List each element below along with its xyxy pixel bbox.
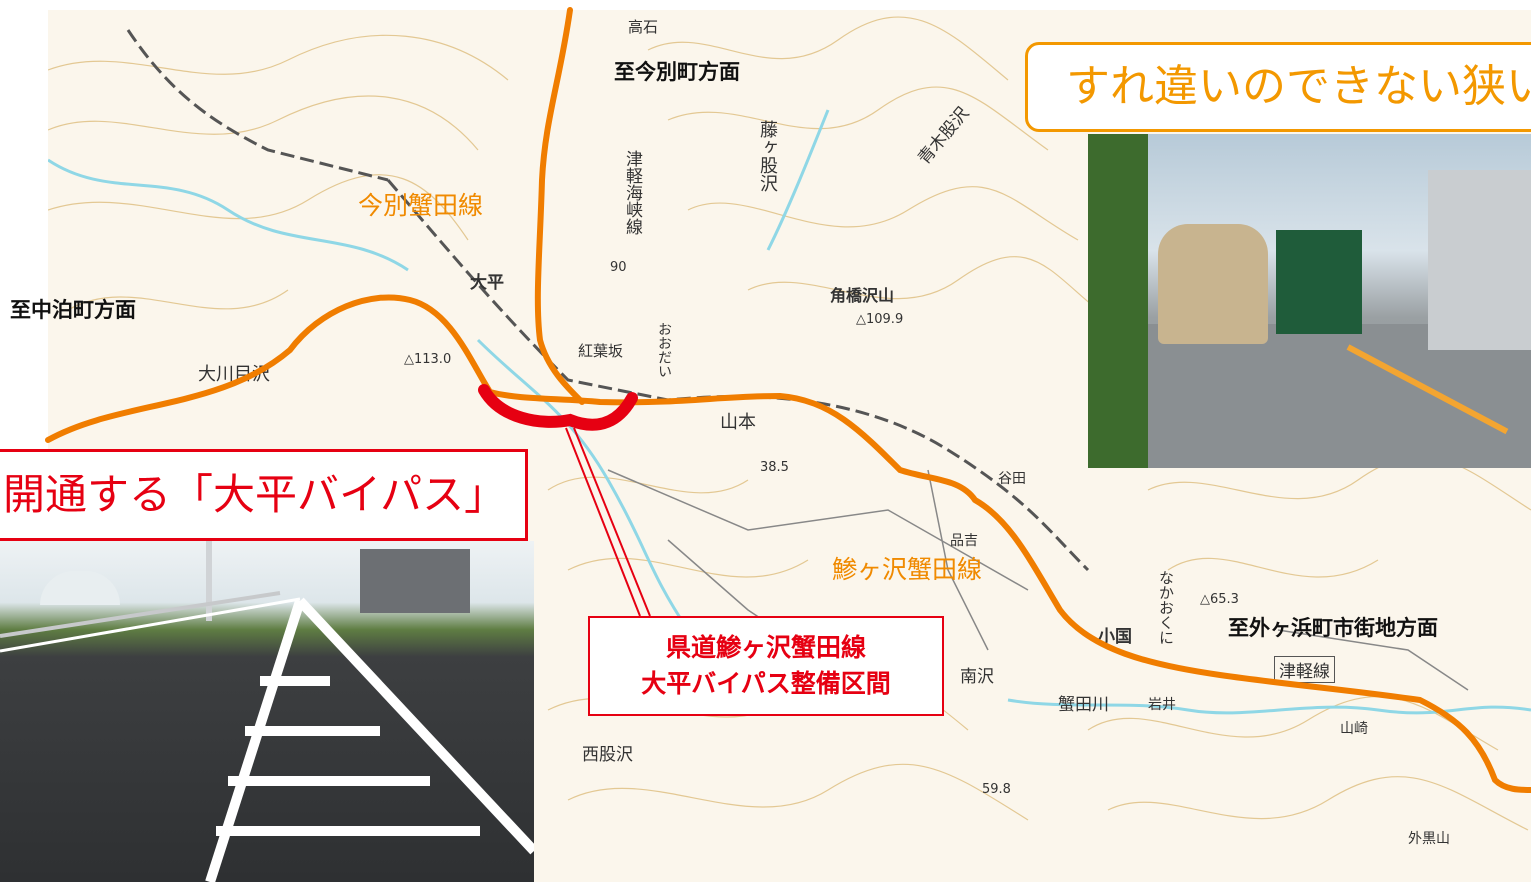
place-elevation-385: 38.5 bbox=[760, 460, 789, 475]
place-kanitagawa: 蟹田川 bbox=[1058, 695, 1109, 715]
place-odai-village: 大平 bbox=[470, 273, 504, 293]
place-elevation-90: 90 bbox=[610, 260, 627, 275]
place-minamisawa: 南沢 bbox=[960, 667, 994, 687]
place-sotokuroyama: 外黒山 bbox=[1408, 831, 1450, 847]
place-elevation-1099: △109.9 bbox=[856, 312, 904, 327]
place-fujigamata: 藤ヶ股沢 bbox=[757, 120, 778, 192]
place-tanida: 谷田 bbox=[998, 471, 1026, 487]
place-takaishi: 高石 bbox=[628, 18, 659, 36]
place-yamamoto: 山本 bbox=[720, 412, 756, 433]
place-elevation-653: △65.3 bbox=[1200, 592, 1239, 607]
road-markings bbox=[0, 591, 534, 882]
road-label-ajigasawa-kanita: 鯵ヶ沢蟹田線 bbox=[832, 555, 983, 584]
place-elevation-1130: △113.0 bbox=[404, 352, 452, 367]
section-label-line1: 県道鯵ヶ沢蟹田線 bbox=[665, 633, 866, 662]
section-label-line2: 大平バイパス整備区間 bbox=[641, 669, 891, 698]
place-elevation-598: 59.8 bbox=[982, 782, 1011, 797]
bypass-opening-callout: 開通する「大平バイパス」 bbox=[0, 449, 528, 541]
road-label-imabetsu-kanita: 今別蟹田線 bbox=[358, 191, 484, 220]
place-yamazaki: 山崎 bbox=[1340, 721, 1368, 737]
destination-imabetsu: 至今別町方面 bbox=[614, 60, 740, 84]
place-tsugaru-line: 津軽線 bbox=[1274, 656, 1335, 683]
narrow-road-photo bbox=[1088, 134, 1531, 468]
place-tsugaru-strait-line: 津軽海峡線 bbox=[622, 150, 642, 235]
house bbox=[1428, 170, 1531, 350]
bypass-road-photo bbox=[0, 541, 534, 882]
roadside-trees bbox=[1088, 134, 1148, 468]
destination-sotogahama: 至外ヶ浜町市街地方面 bbox=[1228, 616, 1438, 640]
utility-pole bbox=[206, 541, 212, 621]
narrow-road-callout: すれ違いのできない狭い bbox=[1025, 42, 1531, 132]
cement-truck bbox=[1158, 224, 1268, 344]
green-truck bbox=[1276, 230, 1362, 334]
place-momijizaka: 紅葉坂 bbox=[578, 342, 624, 360]
place-shinayoshi: 品吉 bbox=[950, 533, 978, 549]
place-iwai: 岩井 bbox=[1148, 697, 1176, 713]
bypass-section-label: 県道鯵ヶ沢蟹田線 大平バイパス整備区間 bbox=[588, 616, 944, 716]
destination-nakadomari: 至中泊町方面 bbox=[10, 298, 136, 322]
place-okawame: 大川目沢 bbox=[198, 364, 270, 385]
place-nakaokuni: なかおくに bbox=[1157, 570, 1175, 645]
place-nishimata: 西股沢 bbox=[582, 745, 633, 765]
barn bbox=[360, 549, 470, 613]
place-tsunobashi: 角橋沢山 bbox=[830, 286, 895, 305]
place-odai-station: おおだい bbox=[656, 322, 672, 378]
place-oguni: 小国 bbox=[1098, 627, 1132, 647]
